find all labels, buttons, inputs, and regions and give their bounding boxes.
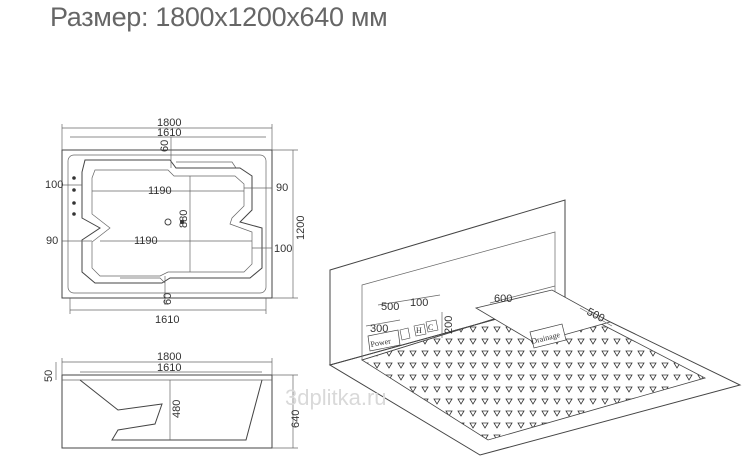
dim-60-top: 60 (159, 140, 171, 152)
c-box (425, 319, 439, 333)
dim-90-left: 90 (46, 235, 58, 247)
side-dim-50: 50 (43, 370, 55, 382)
tiled-area (361, 299, 707, 441)
dim-1610: 1610 (157, 127, 181, 139)
top-view-bowl-inner (91, 169, 253, 277)
dim-1190-top: 1190 (148, 185, 172, 197)
h-label: H (416, 326, 422, 335)
jet-icon (72, 176, 76, 180)
jet-icon (72, 201, 76, 205)
dim-1800: 1800 (157, 117, 181, 129)
top-view-bowl (81, 159, 263, 284)
room-dim-200: 200 (443, 316, 455, 334)
h-box (413, 323, 427, 337)
room-dim-100: 100 (410, 297, 428, 309)
side-view: 1800 1610 50 480 640 (43, 351, 302, 449)
drain-icon (164, 218, 172, 226)
drain-icon (180, 220, 184, 224)
side-dim-480: 480 (171, 400, 183, 418)
dim-100-right: 100 (274, 243, 292, 255)
bottom-pillow (120, 277, 166, 284)
room-view: 600 500 Drainage 500 100 300 200 Power H… (328, 199, 742, 456)
side-view-outline (61, 374, 273, 449)
dim-100-left: 100 (45, 179, 63, 191)
outlet-icon (399, 327, 411, 341)
room-dim-600: 600 (494, 293, 512, 305)
drainage-box (529, 323, 567, 349)
power-label: Power (370, 336, 392, 348)
side-dim-1610: 1610 (157, 362, 181, 374)
dim-1610-bottom: 1610 (155, 314, 179, 326)
page-title: Размер: 1800x1200x640 мм (50, 2, 388, 32)
c-label: C (428, 323, 433, 332)
top-view: 1800 1610 60 100 1190 90 880 90 1190 100… (45, 117, 307, 326)
jet-icon (72, 188, 76, 192)
dim-60-bottom: 60 (162, 293, 174, 305)
top-view-rim (67, 154, 267, 294)
side-dim-1800: 1800 (157, 351, 181, 363)
dim-880: 880 (178, 210, 190, 228)
watermark: 3dplitka.ru (285, 385, 387, 410)
dim-1190-bottom: 1190 (134, 235, 158, 247)
side-dim-640: 640 (290, 410, 302, 428)
room-dim-300: 300 (370, 323, 388, 335)
jet-icon (72, 212, 76, 216)
dim-1200: 1200 (295, 216, 307, 240)
top-view-outline (61, 149, 273, 299)
top-pillow (176, 161, 237, 169)
dim-90-right: 90 (276, 182, 288, 194)
plate-600 (474, 289, 612, 344)
side-view-bowl (79, 379, 263, 441)
power-box (367, 329, 401, 352)
room-dim-500: 500 (381, 301, 399, 313)
